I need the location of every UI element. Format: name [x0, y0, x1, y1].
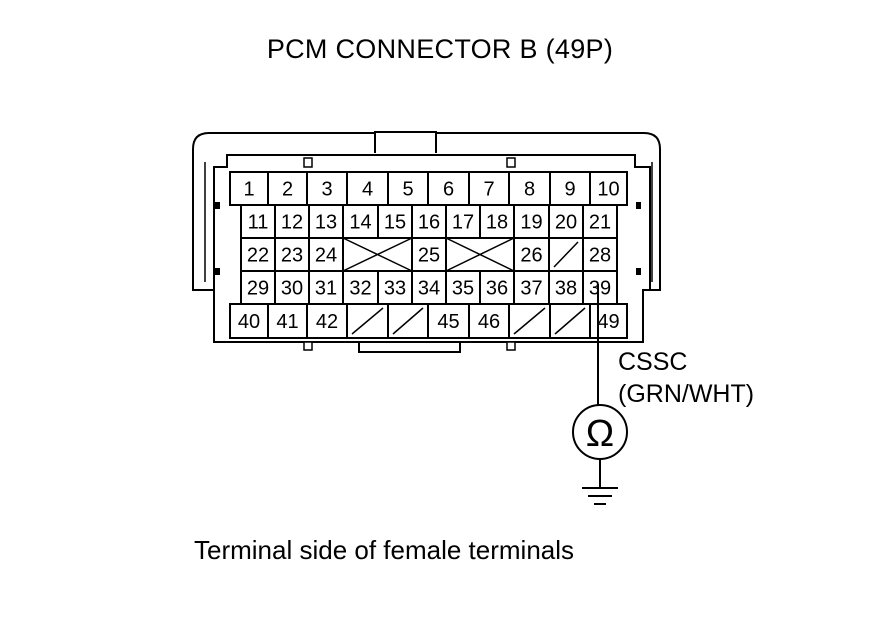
- ohm-symbol: Ω: [586, 413, 614, 455]
- terminal-34: 34: [418, 278, 440, 300]
- view-caption: Terminal side of female terminals: [194, 535, 575, 565]
- terminal-40: 40: [238, 311, 260, 333]
- terminal-11: 11: [248, 212, 269, 234]
- blank-cavity-slash: [553, 241, 579, 268]
- blank-cavity-cross: [342, 237, 413, 272]
- terminal-41: 41: [276, 311, 298, 333]
- connector-bottom-key: [358, 342, 461, 353]
- terminal-25: 25: [418, 245, 440, 267]
- terminal-4: 4: [362, 179, 373, 201]
- terminal-32: 32: [349, 278, 371, 300]
- terminal-45: 45: [437, 311, 459, 333]
- terminal-17: 17: [452, 212, 474, 234]
- terminal-6: 6: [443, 179, 454, 201]
- terminal-49: 49: [597, 311, 619, 333]
- terminal-21: 21: [589, 212, 611, 234]
- terminal-13: 13: [315, 212, 337, 234]
- terminal-15: 15: [384, 212, 406, 234]
- terminal-39: 39: [589, 278, 611, 300]
- terminal-10: 10: [597, 179, 619, 201]
- terminal-42: 42: [316, 311, 338, 333]
- terminal-37: 37: [520, 278, 542, 300]
- blank-cavity-cross: [445, 237, 515, 272]
- terminal-26: 26: [520, 245, 542, 267]
- terminal-23: 23: [281, 245, 303, 267]
- terminal-14: 14: [349, 212, 371, 234]
- terminal-33: 33: [384, 278, 406, 300]
- terminal-22: 22: [247, 245, 269, 267]
- wire-color-label: (GRN/WHT): [618, 380, 755, 408]
- terminal-20: 20: [555, 212, 577, 234]
- blank-cavity-slash: [392, 307, 424, 335]
- terminal-1: 1: [243, 179, 254, 201]
- ground-icon: [582, 487, 618, 505]
- terminal-28: 28: [589, 245, 611, 267]
- terminal-3: 3: [321, 179, 332, 201]
- terminal-30: 30: [281, 278, 303, 300]
- connector-cavity: [213, 154, 651, 290]
- diagram-title: PCM CONNECTOR B (49P): [266, 34, 614, 64]
- terminal-19: 19: [520, 212, 542, 234]
- connector-latch: [374, 132, 437, 153]
- terminal-7: 7: [483, 179, 494, 201]
- signal-name-label: CSSC: [618, 348, 688, 376]
- blank-cavity-slash: [554, 307, 586, 335]
- terminal-35: 35: [452, 278, 474, 300]
- terminal-29: 29: [247, 278, 269, 300]
- blank-cavity-slash: [513, 307, 546, 335]
- terminal-31: 31: [315, 278, 337, 300]
- terminal-46: 46: [478, 311, 500, 333]
- terminal-2: 2: [282, 179, 293, 201]
- terminal-38: 38: [555, 278, 577, 300]
- terminal-12: 12: [281, 212, 303, 234]
- blank-cavity-slash: [351, 307, 384, 335]
- terminal-36: 36: [486, 278, 508, 300]
- terminal-24: 24: [315, 245, 337, 267]
- terminal-16: 16: [418, 212, 440, 234]
- terminal-8: 8: [524, 179, 535, 201]
- terminal-5: 5: [402, 179, 413, 201]
- terminal-9: 9: [564, 179, 575, 201]
- terminal-18: 18: [486, 212, 508, 234]
